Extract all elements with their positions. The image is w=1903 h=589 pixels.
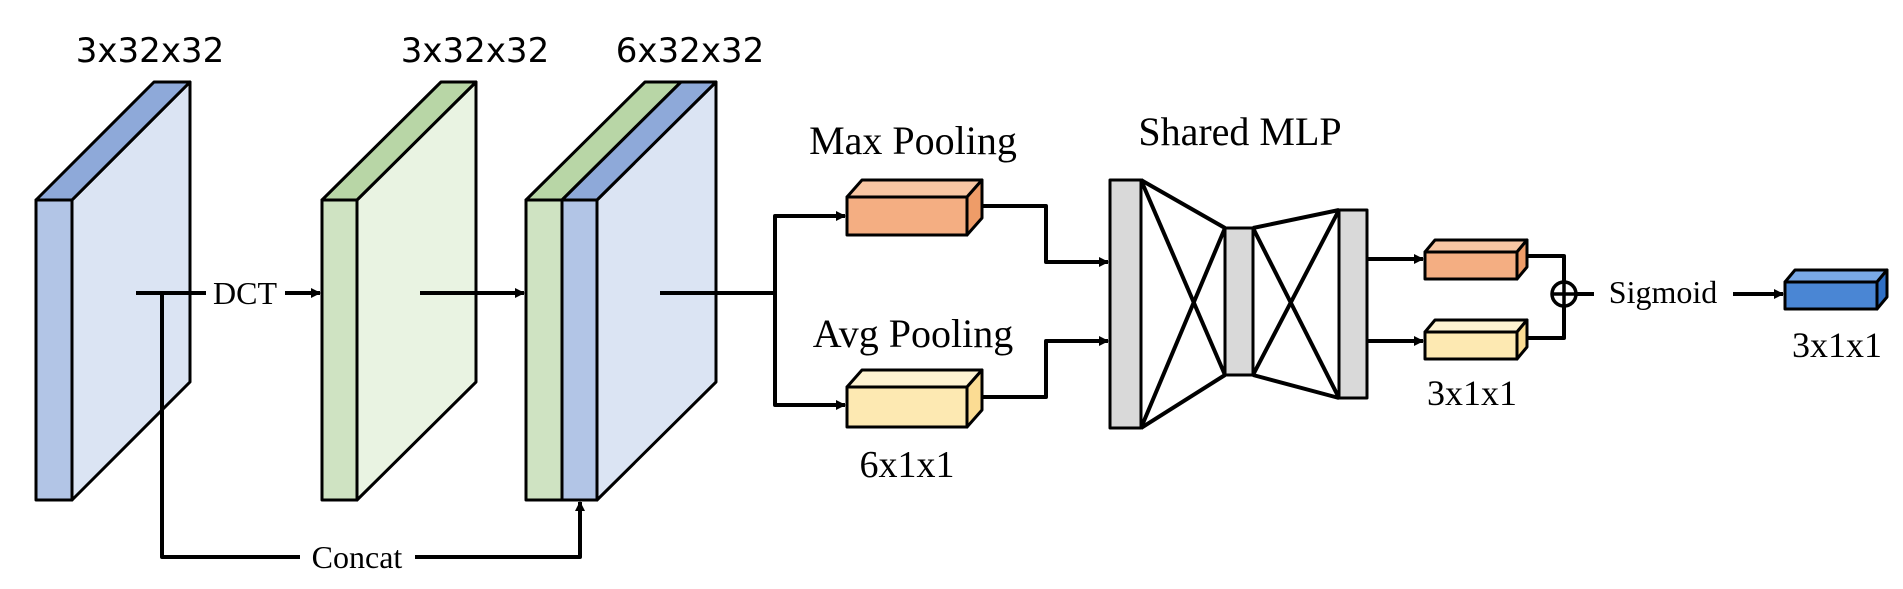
shared-mlp-label: Shared MLP: [1138, 109, 1341, 154]
max-pooling-label: Max Pooling: [809, 118, 1017, 163]
concat-arrow: [415, 501, 585, 559]
avg-out-to-sum-line: [1527, 306, 1566, 340]
avg-pool-vector: [845, 368, 984, 429]
skip-connection-line: [160, 293, 300, 559]
to-avg-pool-arrow: [773, 293, 846, 410]
max-pool-vector: [845, 178, 984, 237]
concat-dims-label: 6x32x32: [616, 31, 764, 71]
avg-pool-to-mlp-arrow: [982, 336, 1109, 399]
mlp-output-layer: [1337, 208, 1369, 400]
input-dims-label: 3x32x32: [76, 31, 224, 71]
max-out-to-sum-line: [1527, 254, 1566, 282]
avg-pooling-label: Avg Pooling: [813, 311, 1013, 356]
concat-label: Concat: [312, 539, 403, 575]
shared-mlp: [1108, 178, 1369, 430]
output-dims-label: 3x1x1: [1792, 325, 1882, 365]
concat-feature-map: [524, 80, 718, 502]
mlp-max-output-vector: [1423, 238, 1529, 281]
dct-dims-label: 3x32x32: [401, 31, 549, 71]
sum-icon: [1550, 280, 1578, 308]
mlp-input-layer: [1108, 178, 1143, 430]
sigmoid-label: Sigmoid: [1609, 274, 1717, 310]
max-pool-to-mlp-arrow: [982, 204, 1109, 267]
to-max-pool-arrow: [773, 211, 846, 293]
mlp-out-dims-label: 3x1x1: [1427, 373, 1517, 413]
mlp-avg-output-vector: [1423, 318, 1529, 361]
mlp-hidden-layer: [1223, 226, 1255, 377]
dct-feature-map: [320, 80, 478, 502]
connectors: [136, 204, 1784, 559]
dct-label: DCT: [213, 275, 277, 311]
output-attention-vector: [1783, 268, 1889, 311]
pool-dims-label: 6x1x1: [860, 444, 955, 486]
labels: 3x32x32 3x32x32 6x32x32 DCT Concat Max P…: [76, 31, 1882, 575]
